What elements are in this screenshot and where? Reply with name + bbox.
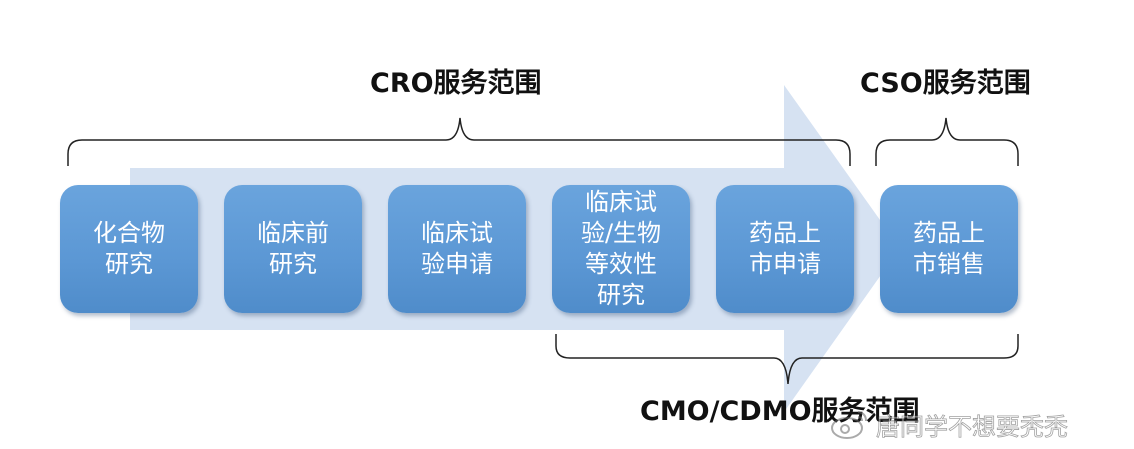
cro-range-label: CRO服务范围 [370, 68, 542, 99]
step-label: 临床前 研究 [257, 219, 329, 278]
step-label: 临床试 验/生物 等效性 研究 [580, 188, 662, 309]
step-drug-market-sales: 药品上 市销售 [880, 185, 1018, 313]
step-clinical-bioequivalence-research: 临床试 验/生物 等效性 研究 [552, 185, 690, 313]
watermark: 唐同学不想要秃秃 [830, 404, 1068, 444]
step-clinical-trial-application: 临床试 验申请 [388, 185, 526, 313]
step-label: 临床试 验申请 [421, 219, 493, 278]
cro-bracket [67, 117, 851, 166]
step-label: 药品上 市销售 [913, 219, 985, 278]
weibo-icon [831, 411, 867, 439]
watermark-text: 唐同学不想要秃秃 [876, 412, 1069, 441]
step-label: 药品上 市申请 [749, 219, 821, 278]
step-label: 化合物 研究 [93, 219, 165, 278]
step-preclinical-research: 临床前 研究 [224, 185, 362, 313]
cmo-bracket [555, 334, 1019, 385]
cso-range-label: CSO服务范围 [860, 68, 1031, 99]
step-compound-research: 化合物 研究 [60, 185, 198, 313]
cmo-cdmo-range-label: CMO/CDMO服务范围 [640, 396, 920, 427]
cso-bracket [875, 117, 1019, 166]
step-drug-marketing-application: 药品上 市申请 [716, 185, 854, 313]
